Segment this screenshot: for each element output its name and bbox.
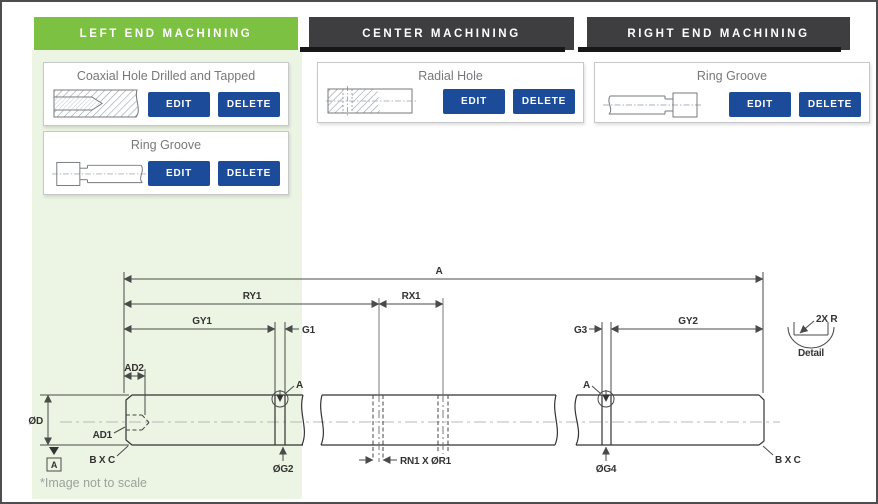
svg-text:A: A <box>435 266 442 277</box>
dimension-groove2-diameter: ØG2 <box>273 446 294 475</box>
card-ring-groove-left: Ring Groove EDIT DELETE <box>43 131 289 195</box>
dimension-gy1: GY1 <box>123 316 286 394</box>
delete-button[interactable]: DELETE <box>218 160 280 186</box>
card-radial-hole: Radial Hole EDIT DELETE <box>317 62 584 123</box>
dimension-groove4-diameter: ØG4 <box>596 446 617 475</box>
svg-text:A: A <box>51 460 58 470</box>
label-chamfer-left: B X C <box>89 445 129 466</box>
svg-text:RN1 X ØR1: RN1 X ØR1 <box>400 456 452 467</box>
card-title: Coaxial Hole Drilled and Tapped <box>76 69 256 83</box>
dimension-g1: G1 <box>284 325 316 336</box>
tab-center-machining[interactable]: CENTER MACHINING <box>300 17 574 52</box>
groove-marker-left: A <box>271 380 303 408</box>
dimension-ry1: RY1 <box>123 291 380 308</box>
card-title: Radial Hole <box>418 69 483 83</box>
svg-text:GY2: GY2 <box>678 316 698 327</box>
svg-text:ØG2: ØG2 <box>273 464 294 475</box>
edit-button[interactable]: EDIT <box>729 91 791 117</box>
dimension-rx1: RX1 <box>378 291 444 308</box>
coaxial-hole-hidden-lines <box>126 414 150 431</box>
dimension-ad2: AD2 <box>123 363 146 415</box>
edit-button[interactable]: EDIT <box>443 88 505 114</box>
edit-button[interactable]: EDIT <box>148 91 210 117</box>
radial-hole-hidden-lines <box>372 298 449 462</box>
shaft-technical-drawing: A RY1 RX1 GY1 G1 G3 <box>28 266 839 475</box>
delete-button[interactable]: DELETE <box>799 91 861 117</box>
card-title: Ring Groove <box>696 69 768 83</box>
label-ad1: AD1 <box>93 426 126 441</box>
tab-label: RIGHT END MACHINING <box>627 27 810 40</box>
dimension-shaft-diameter: ØD <box>28 394 129 446</box>
svg-text:AD1: AD1 <box>93 430 113 441</box>
svg-text:AD2: AD2 <box>124 363 144 374</box>
svg-text:ØG4: ØG4 <box>596 464 617 475</box>
shaft-outline <box>125 394 765 446</box>
radial-hole-thumbnail-icon <box>326 86 418 116</box>
coaxial-hole-thumbnail-icon <box>53 89 139 118</box>
svg-text:2X R: 2X R <box>816 314 838 325</box>
ring-groove-thumbnail-icon <box>52 161 148 186</box>
svg-text:G1: G1 <box>302 325 316 336</box>
tab-left-end-machining[interactable]: LEFT END MACHINING <box>34 17 298 50</box>
svg-text:RX1: RX1 <box>402 291 421 302</box>
delete-button[interactable]: DELETE <box>218 91 280 117</box>
card-title: Ring Groove <box>130 138 202 152</box>
groove-marker-right: A <box>583 380 615 408</box>
svg-text:G3: G3 <box>574 325 588 336</box>
dimension-radial-hole: RN1 X ØR1 <box>359 456 452 467</box>
edit-button[interactable]: EDIT <box>148 160 210 186</box>
dimension-g3: G3 <box>574 322 612 394</box>
svg-text:ØD: ØD <box>28 416 43 427</box>
svg-text:B X C: B X C <box>775 455 801 466</box>
image-scale-note: *Image not to scale <box>40 476 148 490</box>
svg-text:GY1: GY1 <box>192 316 212 327</box>
datum-a-symbol: A <box>46 447 62 472</box>
svg-text:Detail: Detail <box>798 348 824 359</box>
svg-text:A: A <box>583 380 590 391</box>
tab-label: LEFT END MACHINING <box>79 27 253 40</box>
tab-right-end-machining[interactable]: RIGHT END MACHINING <box>578 17 850 52</box>
groove-radius-detail: 2X R Detail <box>787 314 839 359</box>
svg-text:RY1: RY1 <box>243 291 262 302</box>
delete-button[interactable]: DELETE <box>513 88 575 114</box>
card-ring-groove-right: Ring Groove EDIT DELETE <box>594 62 870 123</box>
dimension-gy2: GY2 <box>610 316 764 333</box>
card-coaxial-hole: Coaxial Hole Drilled and Tapped EDIT DEL… <box>43 62 289 126</box>
tab-label: CENTER MACHINING <box>362 27 521 40</box>
label-chamfer-right: B X C <box>762 445 801 466</box>
svg-text:B X C: B X C <box>89 455 115 466</box>
ring-groove-thumbnail-icon <box>603 92 703 118</box>
svg-text:A: A <box>296 380 303 391</box>
